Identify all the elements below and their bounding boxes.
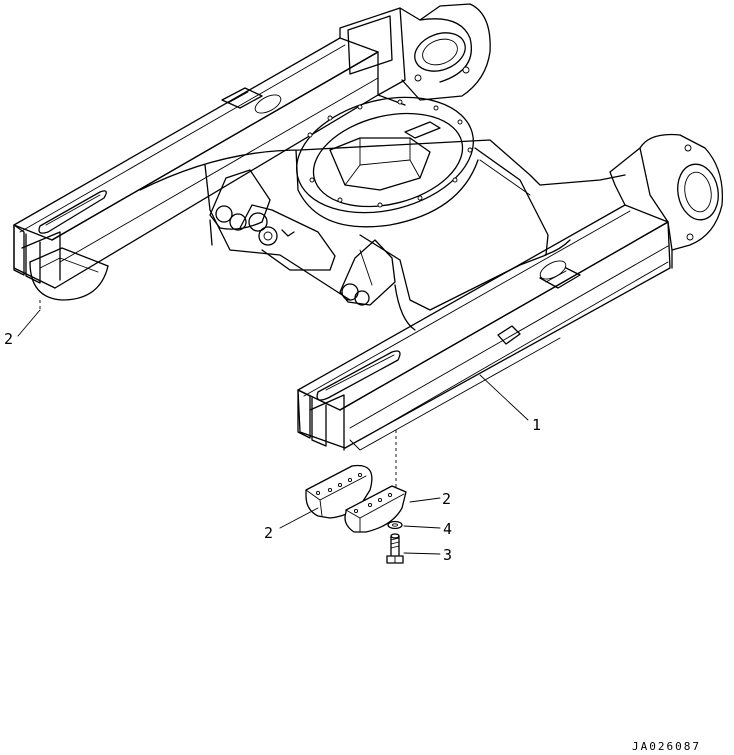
center-frame-body <box>139 94 626 331</box>
leader-guard-front-left <box>279 507 319 529</box>
callout-guard-front-right: 2 <box>442 490 451 508</box>
callout-bolt: 3 <box>443 546 452 564</box>
leader-guard-left <box>17 309 41 337</box>
leader-bolt <box>403 552 441 555</box>
left-frame-guard <box>29 247 109 312</box>
left-track-frame-beam <box>13 37 379 289</box>
leader-washer <box>403 525 441 529</box>
callout-washer: 4 <box>443 520 452 538</box>
drawing-code: JA026087 <box>632 740 701 753</box>
leader-frame <box>479 374 529 421</box>
washer-part <box>387 520 403 530</box>
leader-guard-front-right <box>409 497 441 503</box>
front-idler-bracket <box>609 133 724 269</box>
swing-circle-mount <box>295 96 479 228</box>
front-guard-right <box>344 485 407 533</box>
rear-sprocket-bracket <box>339 3 491 101</box>
callout-frame: 1 <box>532 416 541 434</box>
bolt-part <box>386 533 404 564</box>
callout-guard-front-left: 2 <box>264 524 273 542</box>
right-track-frame-beam <box>297 204 671 451</box>
cylinder-brackets <box>209 169 396 306</box>
callout-guard-left: 2 <box>4 330 13 348</box>
